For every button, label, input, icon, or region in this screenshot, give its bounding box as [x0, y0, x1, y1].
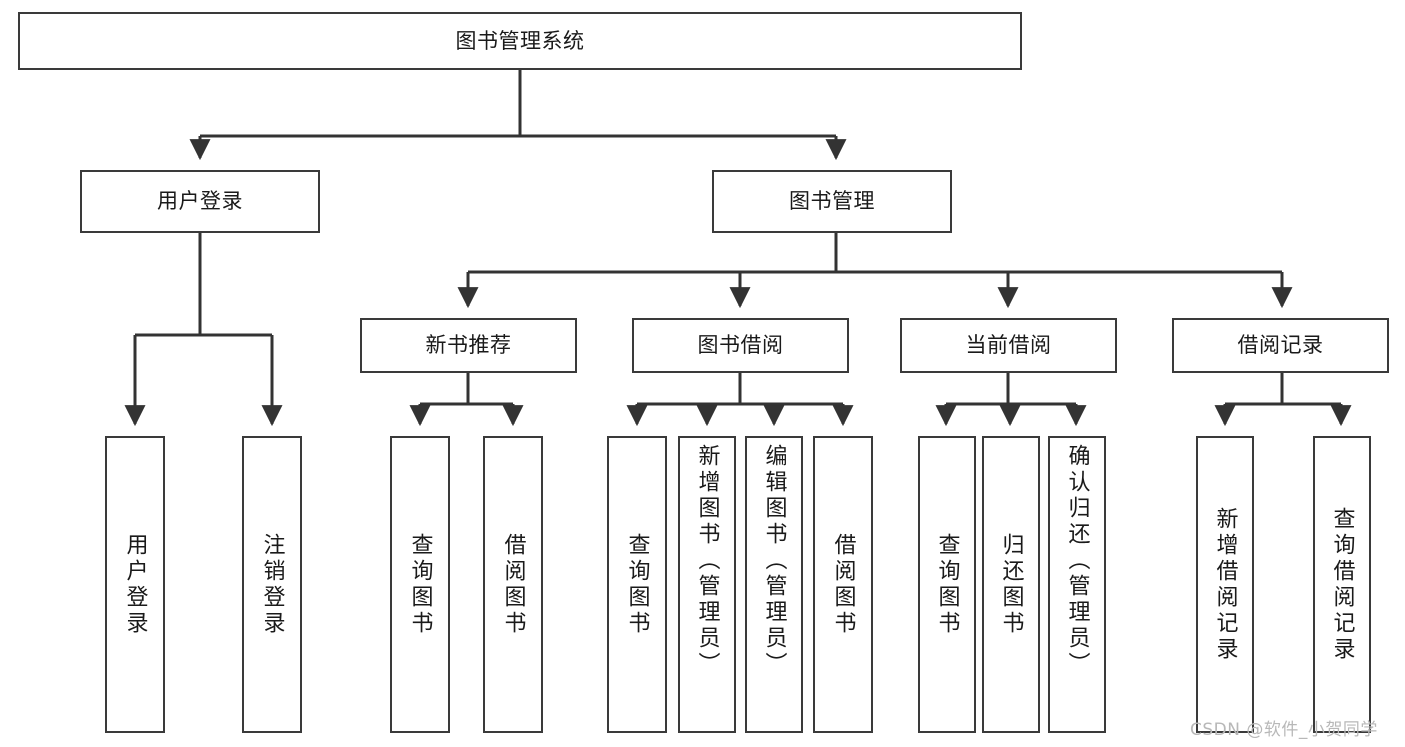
leaf-user-login[interactable]: 用户登录 — [105, 436, 165, 733]
leaf-add-record[interactable]: 新增借阅记录 — [1196, 436, 1254, 733]
node-root-label: 图书管理系统 — [455, 28, 585, 53]
node-borrow-record[interactable]: 借阅记录 — [1172, 318, 1389, 373]
leaf-borrow-book-1-label: 借阅图书 — [500, 532, 526, 637]
node-book-borrow[interactable]: 图书借阅 — [632, 318, 849, 373]
leaf-query-book-2[interactable]: 查询图书 — [607, 436, 667, 733]
node-book-manage[interactable]: 图书管理 — [712, 170, 952, 233]
leaf-edit-book-label: 编辑图书（管理员） — [761, 444, 787, 678]
leaf-add-book-label: 新增图书（管理员） — [694, 444, 720, 678]
leaf-borrow-book-1[interactable]: 借阅图书 — [483, 436, 543, 733]
leaf-return-book-label: 归还图书 — [998, 532, 1024, 637]
node-user-login-label: 用户登录 — [157, 189, 243, 214]
leaf-confirm-return[interactable]: 确认归还（管理员） — [1048, 436, 1106, 733]
node-new-book-recommend[interactable]: 新书推荐 — [360, 318, 577, 373]
leaf-query-book-2-label: 查询图书 — [624, 532, 650, 637]
node-new-book-recommend-label: 新书推荐 — [425, 333, 512, 358]
leaf-user-login-label: 用户登录 — [122, 532, 148, 637]
leaf-user-logout[interactable]: 注销登录 — [242, 436, 302, 733]
node-root[interactable]: 图书管理系统 — [18, 12, 1022, 70]
leaf-query-book-1-label: 查询图书 — [407, 532, 433, 637]
node-user-login[interactable]: 用户登录 — [80, 170, 320, 233]
leaf-user-logout-label: 注销登录 — [259, 532, 285, 637]
leaf-query-record-label: 查询借阅记录 — [1329, 506, 1355, 663]
node-current-borrow-label: 当前借阅 — [965, 333, 1052, 358]
node-book-manage-label: 图书管理 — [789, 189, 875, 214]
leaf-query-book-1[interactable]: 查询图书 — [390, 436, 450, 733]
node-borrow-record-label: 借阅记录 — [1237, 333, 1324, 358]
node-book-borrow-label: 图书借阅 — [697, 333, 784, 358]
leaf-query-book-3[interactable]: 查询图书 — [918, 436, 976, 733]
node-current-borrow[interactable]: 当前借阅 — [900, 318, 1117, 373]
leaf-query-book-3-label: 查询图书 — [934, 532, 960, 637]
watermark: CSDN @软件_小贺同学 — [1190, 720, 1378, 740]
leaf-confirm-return-label: 确认归还（管理员） — [1064, 444, 1090, 678]
leaf-add-book[interactable]: 新增图书（管理员） — [678, 436, 736, 733]
leaf-borrow-book-2[interactable]: 借阅图书 — [813, 436, 873, 733]
leaf-borrow-book-2-label: 借阅图书 — [830, 532, 856, 637]
leaf-return-book[interactable]: 归还图书 — [982, 436, 1040, 733]
leaf-add-record-label: 新增借阅记录 — [1212, 506, 1238, 663]
leaf-edit-book[interactable]: 编辑图书（管理员） — [745, 436, 803, 733]
leaf-query-record[interactable]: 查询借阅记录 — [1313, 436, 1371, 733]
